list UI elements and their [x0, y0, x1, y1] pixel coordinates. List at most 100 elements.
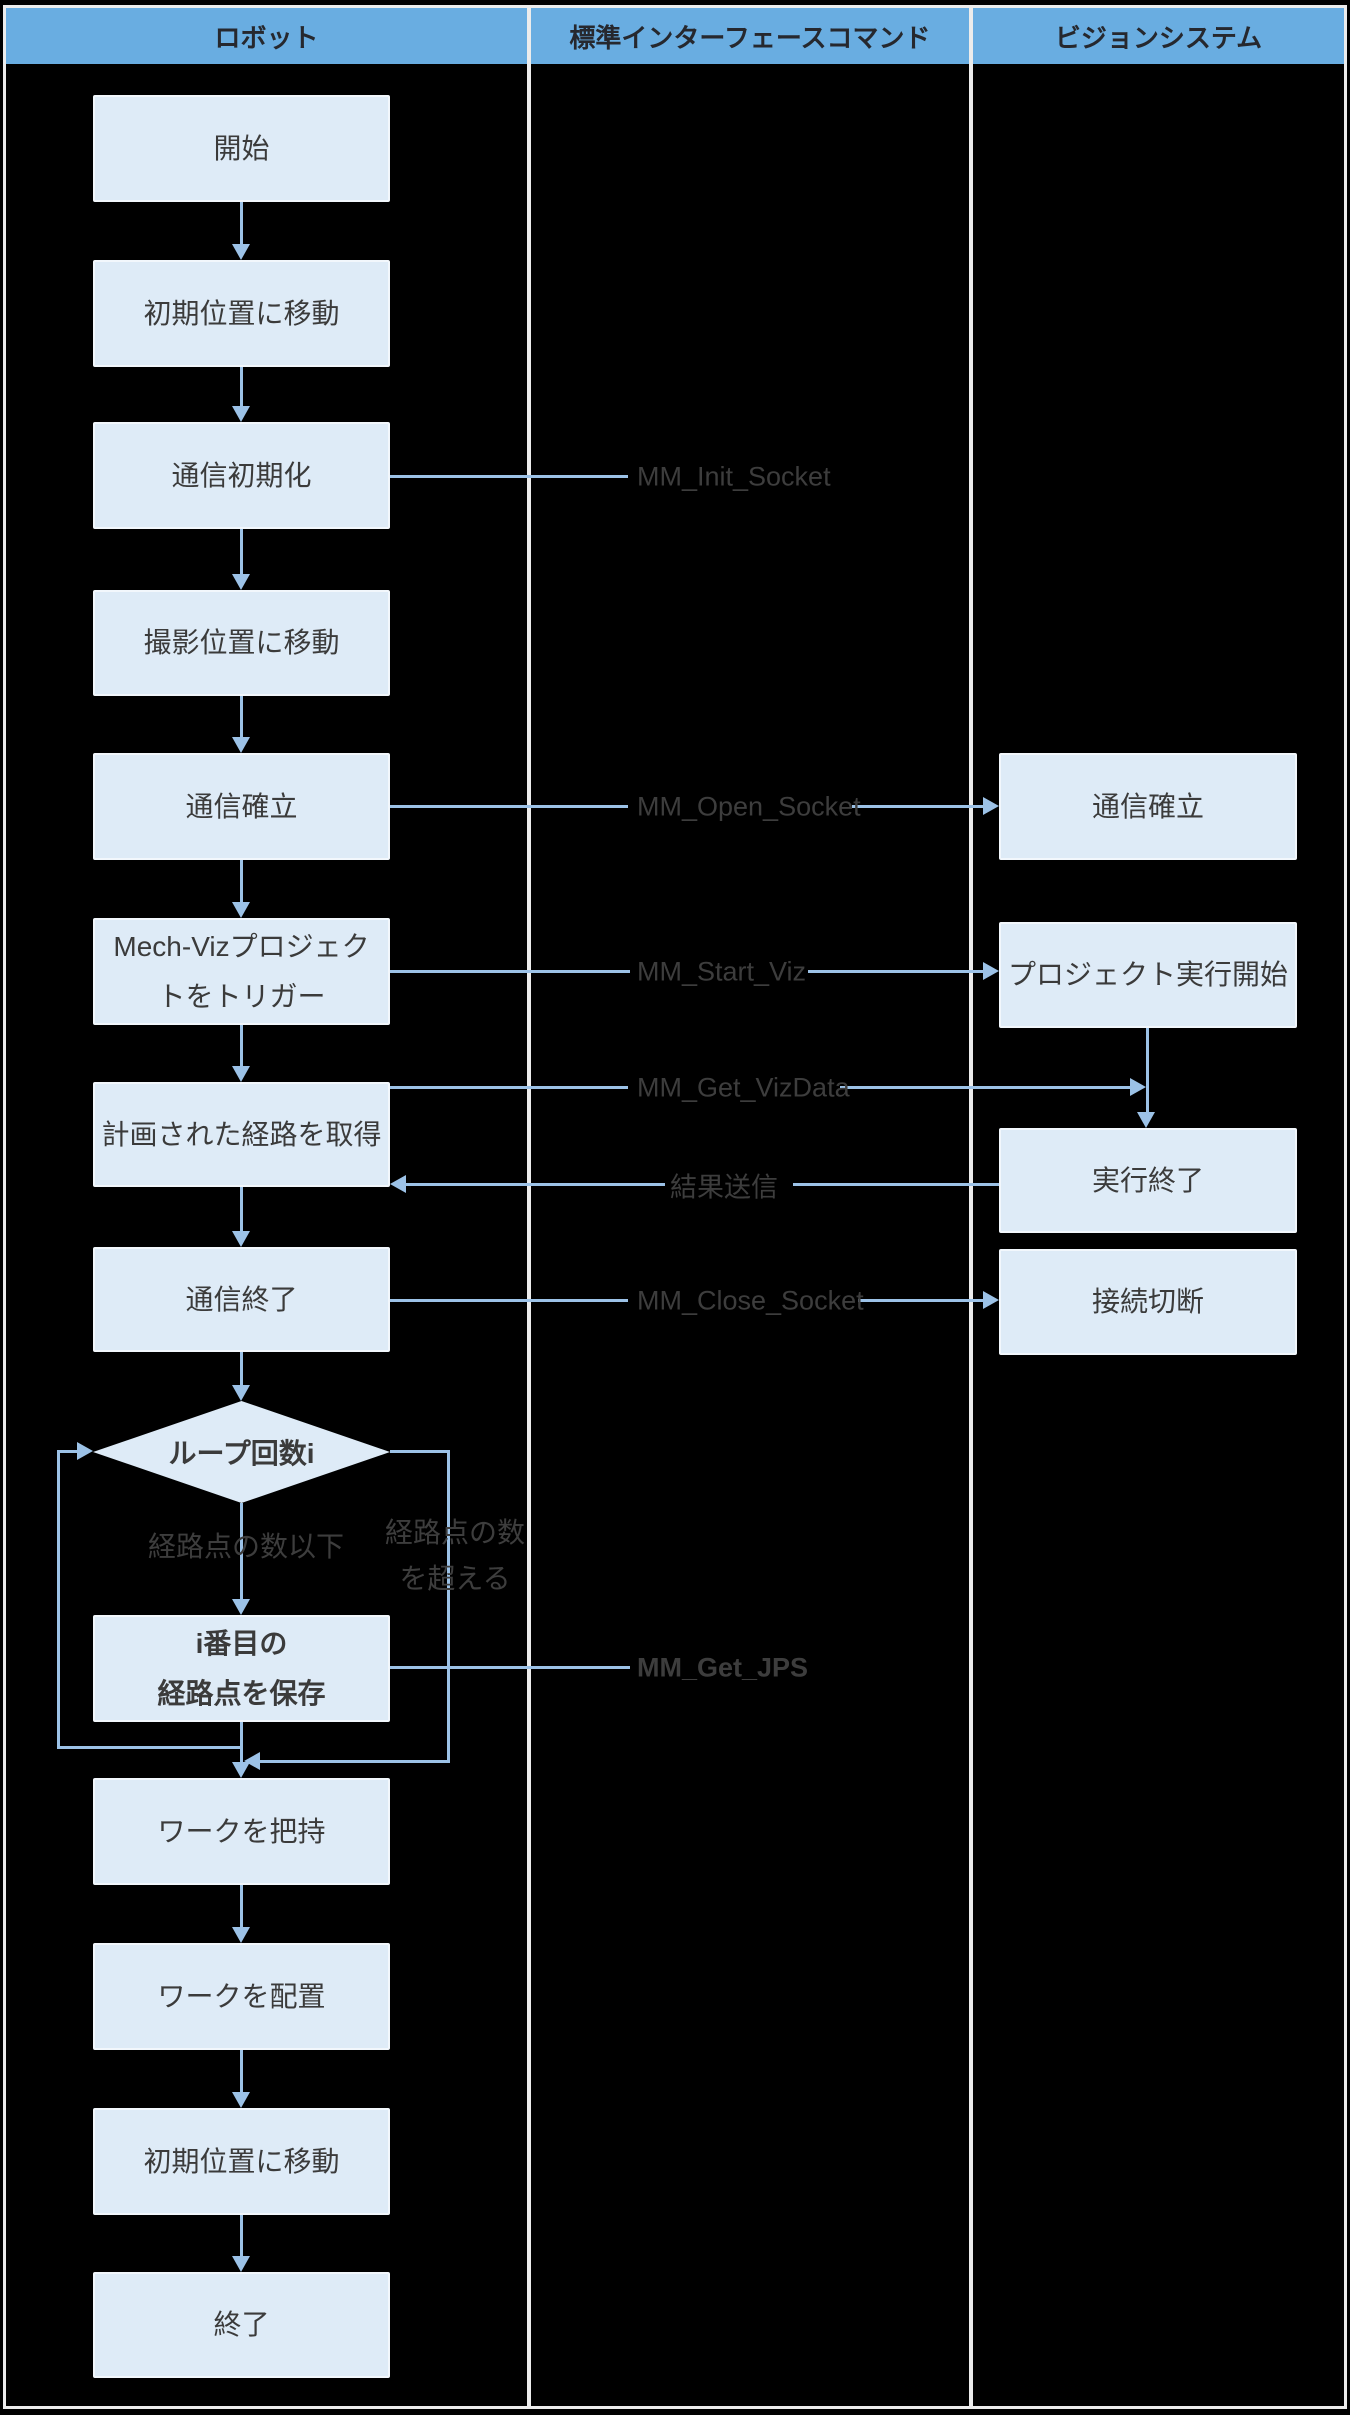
lane-header-vision-label: ビジョンシステム — [1054, 22, 1263, 53]
arrow-place-to-move2 — [240, 2050, 243, 2092]
line-loopback-top — [60, 1450, 77, 1453]
node-get-path: 計画された経路を取得 — [93, 1082, 390, 1187]
outer-border — [3, 5, 1347, 2409]
node-move-capture: 撮影位置に移動 — [93, 590, 390, 696]
lane-header-robot: ロボット — [6, 8, 527, 64]
line-send-result-left — [406, 1183, 665, 1186]
arrow-decision-to-save — [240, 1503, 243, 1599]
command-open-socket: MM_Open_Socket — [637, 791, 861, 822]
arrow-visionstart-to-finish — [1146, 1028, 1149, 1112]
arrowhead-start-viz — [983, 962, 999, 980]
node-start-label: 開始 — [213, 132, 270, 164]
arrow-move2-to-end — [240, 2215, 243, 2256]
command-close-socket: MM_Close_Socket — [637, 1285, 864, 1316]
branch-label-exceed-line1: 経路点の数 — [384, 1517, 525, 1548]
lane-header-vision: ビジョンシステム — [973, 8, 1344, 64]
node-vision-disconnect-label: 接続切断 — [1091, 1286, 1204, 1317]
line-get-jps — [390, 1666, 630, 1669]
arrowhead-place-to-move2 — [232, 2092, 250, 2108]
arrowhead-get-vizdata — [1130, 1078, 1146, 1096]
line-loopback-vertical — [57, 1450, 60, 1749]
branch-label-exceed-line2: を超える — [399, 1563, 511, 1594]
command-start-viz: MM_Start_Viz — [637, 956, 807, 987]
line-get-vizdata-right — [840, 1086, 1130, 1089]
node-grasp: ワークを把持 — [93, 1778, 390, 1885]
arrowhead-move-to-init — [232, 406, 250, 422]
arrowhead-init-to-capture — [232, 574, 250, 590]
branch-label-within-text: 経路点の数以下 — [147, 1531, 344, 1562]
node-establish-comm: 通信確立 — [93, 753, 390, 860]
line-open-socket-right — [852, 805, 983, 808]
line-loopback-bottom — [57, 1746, 242, 1749]
node-grasp-label: ワークを把持 — [157, 1815, 326, 1847]
line-start-viz-left — [390, 970, 630, 973]
arrowhead-visionstart-to-finish — [1137, 1112, 1155, 1128]
arrowhead-send-result — [390, 1175, 406, 1193]
arrow-grasp-to-place — [240, 1885, 243, 1927]
line-exceed-bottom — [260, 1760, 450, 1763]
arrow-close-to-decision — [240, 1352, 243, 1385]
arrow-save-to-grasp — [240, 1722, 243, 1762]
node-close-comm-label: 通信終了 — [185, 1283, 298, 1315]
line-open-socket-left — [390, 805, 628, 808]
decision-loop-count-label: ループ回数i — [168, 1438, 315, 1469]
line-get-vizdata-left — [390, 1086, 628, 1089]
node-end-label: 終了 — [213, 2309, 270, 2340]
node-init-comm-label: 通信初期化 — [171, 459, 312, 491]
node-vision-establish-label: 通信確立 — [1091, 790, 1204, 822]
lane-header-command-label: 標準インターフェースコマンド — [569, 22, 931, 53]
line-send-result-right — [793, 1183, 999, 1186]
node-place: ワークを配置 — [93, 1943, 390, 2050]
node-vision-finish-label: 実行終了 — [1091, 1164, 1204, 1196]
arrowhead-loopback — [77, 1442, 93, 1460]
node-vision-disconnect: 接続切断 — [999, 1249, 1297, 1355]
node-move-initial-label: 初期位置に移動 — [143, 297, 340, 329]
command-get-vizdata: MM_Get_VizData — [637, 1072, 850, 1103]
lane-header-command: 標準インターフェースコマンド — [531, 8, 969, 64]
arrowhead-establish-to-trigger — [232, 902, 250, 918]
node-end: 終了 — [93, 2272, 390, 2378]
node-move-initial-2: 初期位置に移動 — [93, 2108, 390, 2215]
node-start: 開始 — [93, 95, 390, 202]
arrow-getpath-to-close — [240, 1187, 243, 1231]
node-save-waypoint: i番目の 経路点を保存 — [93, 1615, 390, 1722]
branch-label-within: 経路点の数以下 — [96, 1524, 396, 1570]
node-trigger-viz: Mech-Vizプロジェク トをトリガー — [93, 918, 390, 1025]
line-close-socket-left — [390, 1299, 628, 1302]
lane-header-robot-label: ロボット — [214, 22, 319, 53]
node-move-initial: 初期位置に移動 — [93, 260, 390, 367]
arrowhead-decision-to-save — [232, 1599, 250, 1615]
command-init-socket: MM_Init_Socket — [637, 461, 831, 492]
arrowhead-start-to-move — [232, 244, 250, 260]
node-vision-finish: 実行終了 — [999, 1128, 1297, 1233]
arrow-trigger-to-getpath — [240, 1025, 243, 1066]
command-send-result: 結果送信 — [670, 1172, 778, 1203]
arrow-init-to-capture — [240, 529, 243, 574]
node-get-path-label: 計画された経路を取得 — [101, 1118, 382, 1150]
arrow-move-to-init — [240, 367, 243, 406]
arrowhead-open-socket — [983, 797, 999, 815]
node-vision-start: プロジェクト実行開始 — [999, 922, 1297, 1028]
arrowhead-close-socket — [983, 1291, 999, 1309]
lane-divider-2 — [969, 8, 973, 2407]
line-start-viz-right — [808, 970, 983, 973]
node-save-waypoint-line1: i番目の — [195, 1627, 288, 1659]
node-vision-start-label: プロジェクト実行開始 — [1007, 959, 1288, 990]
arrow-establish-to-trigger — [240, 860, 243, 902]
node-trigger-viz-line1: Mech-Vizプロジェク — [113, 930, 370, 962]
line-close-socket-right — [858, 1299, 983, 1302]
node-move-initial-2-label: 初期位置に移動 — [143, 2145, 340, 2177]
arrow-start-to-move — [240, 202, 243, 244]
node-trigger-viz-line2: トをトリガー — [157, 980, 326, 1012]
arrowhead-close-to-decision — [232, 1385, 250, 1401]
branch-label-exceed: 経路点の数 を超える — [305, 1510, 605, 1602]
line-exceed-top — [390, 1450, 450, 1453]
node-vision-establish: 通信確立 — [999, 753, 1297, 860]
node-place-label: ワークを配置 — [157, 1980, 326, 2012]
line-init-socket — [390, 475, 628, 478]
arrow-capture-to-establish — [240, 696, 243, 737]
lane-divider-1 — [527, 8, 531, 2407]
arrowhead-move2-to-end — [232, 2256, 250, 2272]
line-exceed-vertical — [447, 1450, 450, 1763]
